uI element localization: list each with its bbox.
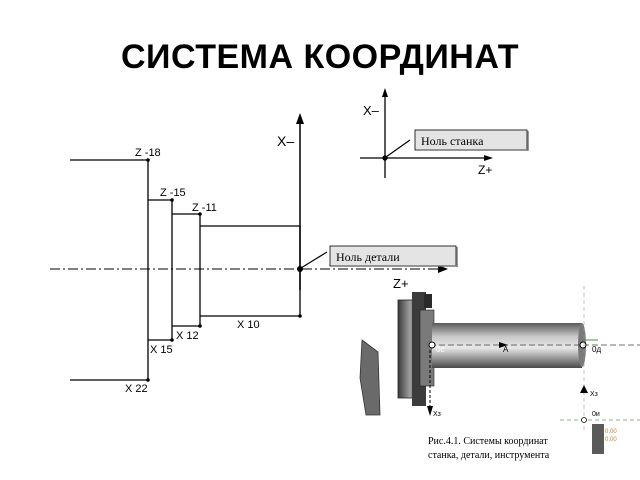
- x-axis-arrow: [296, 113, 304, 124]
- photo-mark-xz-2: Хз: [590, 391, 598, 398]
- machine-x-axis-label: X–: [363, 103, 380, 118]
- machine-zero-inset: X– Z+ Ноль станка: [360, 88, 529, 178]
- photo-caption-line1: Рис.4.1. Системы координат: [428, 436, 548, 447]
- dim-x-15: X 15: [150, 344, 173, 356]
- part-drawing: Z -18 Z -15 Z -11 X 10 X 12 X 15 X 22 X–…: [50, 113, 458, 395]
- machine-zero-leader: [385, 139, 411, 158]
- photo-mark-a: А: [503, 345, 509, 354]
- tool-tip-detail: [592, 424, 604, 454]
- dim-z-15: Z -15: [160, 187, 186, 199]
- lathe-photo-inset: 0c А 0д Хз Хз 0и 0,00 0,00 Рис.4.1. Сист…: [359, 286, 640, 461]
- photo-mark-0d: 0д: [592, 345, 601, 354]
- machine-z-axis-arrow: [484, 155, 493, 161]
- dim-x-12: X 12: [176, 330, 199, 342]
- photo-readout-1: 0,00: [605, 429, 617, 435]
- part-zero-leader: [300, 251, 328, 269]
- photo-mark-0i: 0и: [592, 411, 600, 418]
- photo-caption-line2: станка, детали, инструмента: [428, 450, 550, 461]
- machine-x-axis-arrow: [382, 88, 388, 97]
- machine-z-axis-label: Z+: [478, 163, 492, 177]
- part-zero-label: Ноль детали: [336, 250, 400, 264]
- photo-mark-0c: 0c: [436, 345, 444, 354]
- shaft: [432, 323, 582, 368]
- machine-zero-label: Ноль станка: [421, 134, 484, 148]
- photo-mark-xz-1: Хз: [433, 411, 441, 418]
- page-title: СИСТЕМА КООРДИНАТ: [121, 38, 519, 76]
- dimension-points: [146, 158, 302, 382]
- z-axis-arrow: [438, 265, 448, 273]
- dim-x-22: X 22: [125, 383, 148, 395]
- dim-z-11: Z -11: [192, 202, 217, 214]
- dim-z-18: Z -18: [135, 147, 161, 159]
- x-axis-label: X–: [277, 133, 294, 149]
- z-axis-label: Z+: [393, 276, 409, 291]
- dim-x-10: X 10: [237, 319, 260, 331]
- cutting-tool: [359, 339, 381, 416]
- photo-readout-2: 0,00: [605, 437, 617, 443]
